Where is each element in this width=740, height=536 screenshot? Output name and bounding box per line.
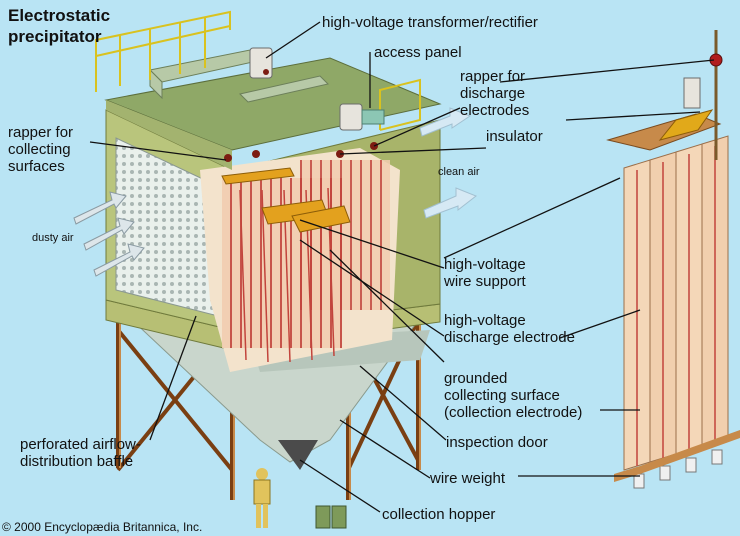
label-transformer: high-voltage transformer/rectifier [322,14,538,31]
diagram-title: Electrostatic precipitator [8,6,111,46]
label-insulator: insulator [486,128,543,145]
label-clean-air: clean air [438,166,480,178]
label-inspection-door: inspection door [446,434,548,451]
label-access-panel: access panel [374,44,462,61]
worker-figure [253,468,271,528]
copyright-notice: © 2000 Encyclopædia Britannica, Inc. [2,520,203,534]
label-collection-hopper: collection hopper [382,506,496,523]
label-rapper-collecting: rapper for collecting surfaces [8,124,74,175]
label-baffle: perforated airflow- distribution baffle [20,436,141,470]
label-collecting-surface: grounded collecting surface (collection … [444,370,583,421]
label-wire-support: high-voltage wire support [444,256,526,290]
electrode-detail [606,30,740,489]
label-dusty-air: dusty air [32,232,74,244]
label-wire-weight: wire weight [430,470,506,487]
label-rapper-discharge: rapper for discharge electrodes [460,68,530,119]
label-discharge-electrode: high-voltage discharge electrode [444,312,575,346]
leader-lines [89,21,715,513]
